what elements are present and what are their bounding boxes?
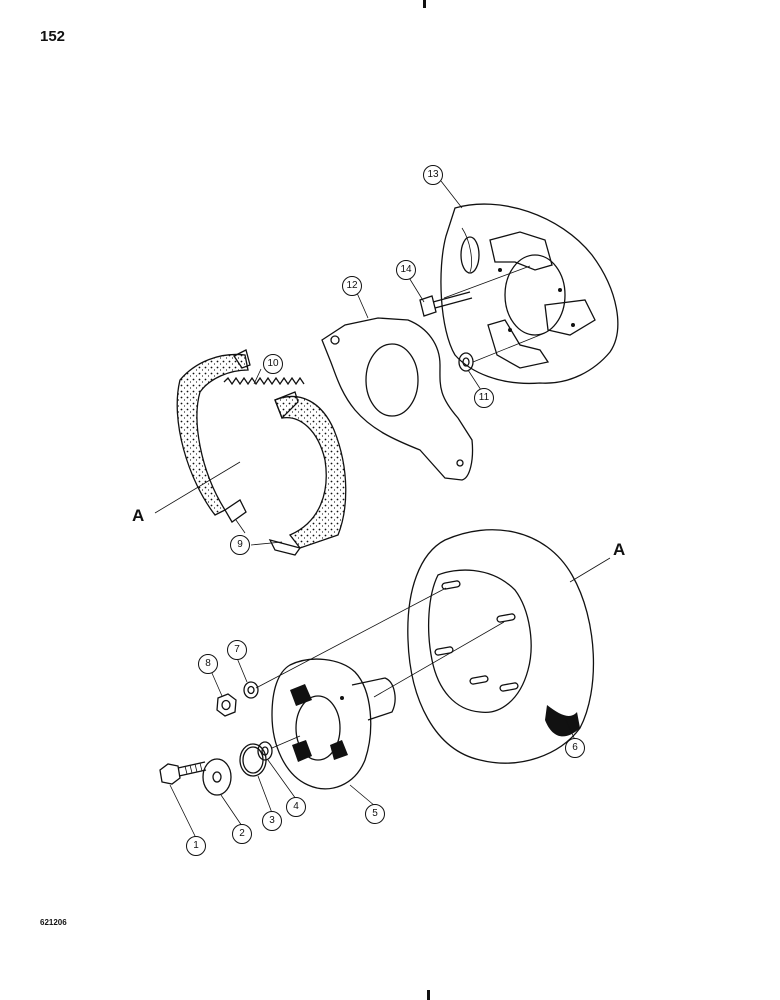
callout-8: 8 — [198, 654, 218, 674]
callout-10: 10 — [263, 354, 283, 374]
callout-11: 11 — [474, 388, 494, 408]
callout-6: 6 — [565, 738, 585, 758]
wheel-hub — [271, 658, 396, 790]
callout-14: 14 — [396, 260, 416, 280]
registration-mark-top — [423, 0, 426, 8]
seal-part-4 — [257, 741, 273, 761]
drawing-code: 621206 — [40, 918, 67, 927]
assembly-lines — [255, 265, 546, 749]
callout-1: 1 — [186, 836, 206, 856]
washer-part-2 — [202, 758, 232, 796]
brake-shoe-left — [176, 349, 251, 523]
reference-mark-left: A — [132, 506, 145, 525]
callout-5: 5 — [365, 804, 385, 824]
brake-shoe-right — [268, 391, 347, 556]
spring-part-10 — [223, 376, 305, 386]
callout-2: 2 — [232, 824, 252, 844]
reference-mark-right: A — [613, 540, 626, 559]
leader-lines — [154, 180, 611, 839]
bolt-part-14 — [419, 291, 473, 317]
brake-drum — [407, 529, 595, 764]
washer-part-7 — [243, 681, 259, 699]
nut-part-8 — [216, 693, 237, 717]
backing-plate — [440, 203, 619, 385]
callout-13: 13 — [423, 165, 443, 185]
page-number: 152 — [40, 28, 66, 45]
washer-part-11 — [458, 352, 474, 372]
plate-part-12 — [321, 317, 474, 481]
callout-12: 12 — [342, 276, 362, 296]
callout-7: 7 — [227, 640, 247, 660]
callout-9: 9 — [230, 535, 250, 555]
bolt-part-1 — [159, 761, 207, 785]
callout-3: 3 — [262, 811, 282, 831]
callout-4: 4 — [286, 797, 306, 817]
registration-mark-bottom — [427, 990, 430, 1000]
